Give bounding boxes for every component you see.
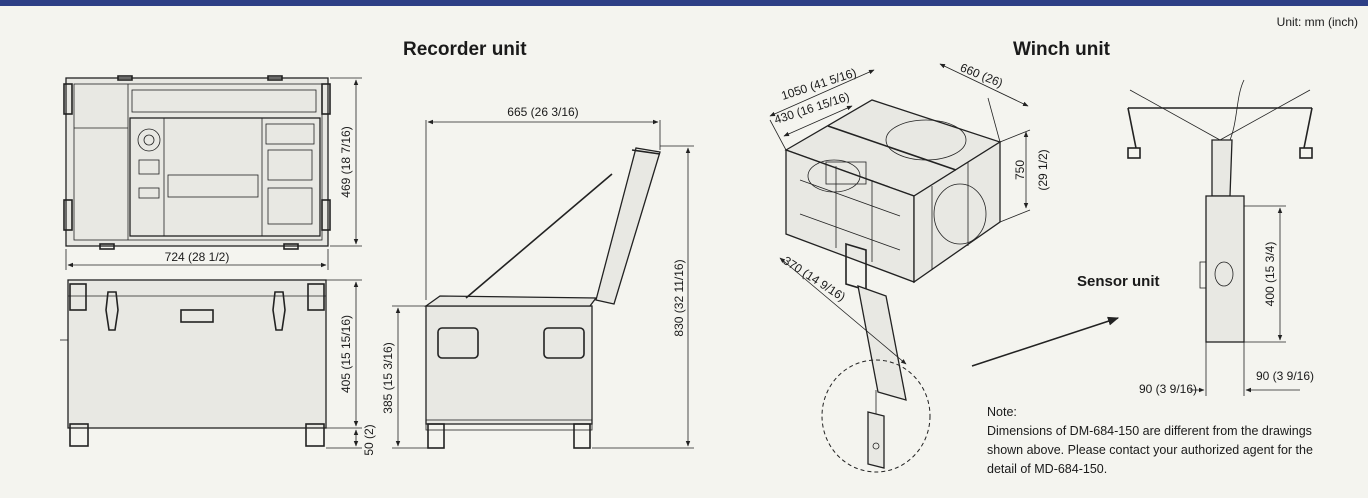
note-block: Note: Dimensions of DM-684-150 are diffe… — [987, 403, 1317, 479]
sensor-unit-view — [1127, 79, 1313, 343]
dim-recorder-height: 469 (18 7/16) — [339, 126, 353, 197]
unit-label: Unit: mm (inch) — [1277, 15, 1358, 29]
recorder-case-view — [60, 279, 327, 447]
dim-winch-height-a: 750 — [1013, 160, 1027, 180]
recorder-title: Recorder unit — [403, 39, 527, 60]
dim-body-height: 385 (15 3/16) — [381, 342, 395, 413]
sensor-title: Sensor unit — [1077, 273, 1160, 290]
dim-winch-arm: 370 (14 9/16) — [780, 253, 847, 304]
dim-case-height: 405 (15 15/16) — [339, 315, 353, 393]
sensor-pointer-arrow — [971, 316, 1120, 367]
dim-sensor-height: 400 (15 3/4) — [1263, 242, 1277, 307]
dim-recorder-width: 724 (28 1/2) — [165, 250, 230, 264]
dim-winch-height-b: (29 1/2) — [1036, 149, 1050, 190]
note-heading: Note: — [987, 405, 1017, 419]
winch-title: Winch unit — [1013, 39, 1111, 60]
dim-open-height: 830 (32 11/16) — [672, 259, 686, 336]
header-bar — [0, 0, 1368, 6]
dim-sensor-width-b: 90 (3 9/16) — [1256, 369, 1314, 383]
dim-recorder-depth: 665 (26 3/16) — [507, 105, 578, 119]
recorder-side-view — [423, 147, 661, 449]
note-body: Dimensions of DM-684-150 are different f… — [987, 424, 1313, 476]
dim-winch-depth: 660 (26) — [958, 60, 1005, 90]
dim-sensor-width-a: 90 (3 9/16) — [1139, 382, 1197, 396]
recorder-front-view — [63, 75, 331, 250]
dim-foot: 50 (2) — [362, 424, 376, 455]
